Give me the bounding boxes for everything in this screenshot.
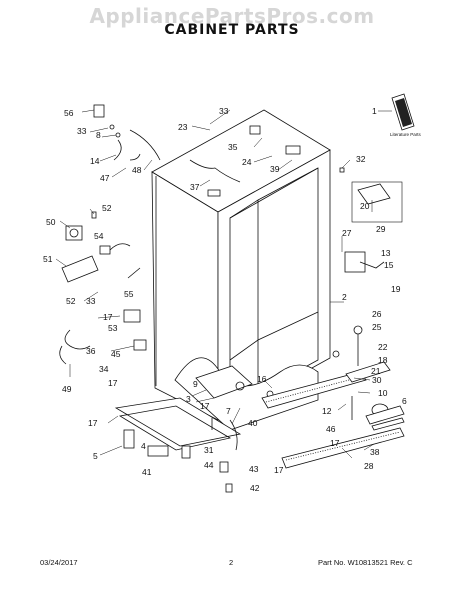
callout-17-d: 17: [200, 401, 210, 411]
callout-14: 14: [90, 156, 100, 166]
footer-page: 2: [229, 558, 234, 567]
callout-46: 46: [326, 424, 336, 434]
callout-41: 41: [142, 467, 152, 477]
callout-52-b: 52: [66, 296, 76, 306]
bottom-components: [114, 361, 405, 493]
callout-23: 23: [178, 122, 188, 132]
callout-16: 16: [257, 374, 267, 384]
callout-32: 32: [356, 154, 366, 164]
callout-6: 6: [402, 396, 407, 406]
callout-17-f: 17: [330, 438, 340, 448]
callout-26: 26: [372, 309, 382, 319]
callout-13: 13: [381, 248, 391, 258]
callout-12: 12: [322, 406, 332, 416]
callout-1: 1: [372, 106, 377, 116]
callout-3: 3: [186, 394, 191, 404]
callout-labels: 1 2 3 4 5 6 7 8 9 10 12 13 14 15 16 17 1…: [43, 106, 407, 493]
leader-lines: [55, 109, 392, 459]
callout-45: 45: [111, 349, 121, 359]
callout-38: 38: [370, 447, 380, 457]
callout-34: 34: [99, 364, 109, 374]
callout-31: 31: [204, 445, 214, 455]
callout-17-c: 17: [88, 418, 98, 428]
callout-20: 20: [360, 201, 370, 211]
callout-17-e: 17: [274, 465, 284, 475]
callout-30: 30: [372, 375, 382, 385]
callout-54: 54: [94, 231, 104, 241]
callout-4: 4: [141, 441, 146, 451]
callout-43: 43: [249, 464, 259, 474]
callout-7: 7: [226, 406, 231, 416]
callout-48: 48: [132, 165, 142, 175]
callout-56: 56: [64, 108, 74, 118]
callout-10: 10: [378, 388, 388, 398]
callout-24: 24: [242, 157, 252, 167]
callout-17-a: 17: [103, 312, 113, 322]
callout-36: 36: [86, 346, 96, 356]
callout-52-a: 52: [102, 203, 112, 213]
callout-33-b: 33: [77, 126, 87, 136]
callout-39: 39: [270, 164, 280, 174]
callout-44: 44: [204, 460, 214, 470]
watermark: AppliancePartsPros.com: [89, 4, 375, 28]
page-title: CABINET PARTS: [164, 22, 300, 38]
right-side-parts: [332, 181, 403, 366]
callout-2: 2: [342, 292, 347, 302]
callout-49: 49: [62, 384, 72, 394]
footer-part-no: Part No. W10813521 Rev. C: [318, 558, 413, 567]
footer-date: 03/24/2017: [40, 558, 78, 567]
callout-22: 22: [378, 342, 388, 352]
callout-42: 42: [250, 483, 260, 493]
callout-33-c: 33: [86, 296, 96, 306]
callout-27: 27: [342, 228, 352, 238]
callout-35: 35: [228, 142, 238, 152]
callout-17-b: 17: [108, 378, 118, 388]
callout-50: 50: [46, 217, 56, 227]
upper-left-parts: [93, 104, 161, 161]
callout-18: 18: [378, 355, 388, 365]
callout-5: 5: [93, 451, 98, 461]
callout-33-a: 33: [219, 106, 229, 116]
literature-parts-label: Literature Parts: [390, 132, 422, 137]
literature-booklet: [391, 93, 415, 131]
callout-15: 15: [384, 260, 394, 270]
callout-47: 47: [100, 173, 110, 183]
callout-37: 37: [190, 182, 200, 192]
callout-29: 29: [376, 224, 386, 234]
callout-8: 8: [96, 130, 101, 140]
callout-51: 51: [43, 254, 53, 264]
callout-53: 53: [108, 323, 118, 333]
callout-21: 21: [371, 366, 381, 376]
callout-25: 25: [372, 322, 382, 332]
top-components: [189, 125, 345, 197]
water-valve: [59, 211, 147, 365]
callout-9: 9: [193, 379, 198, 389]
callout-40: 40: [248, 418, 258, 428]
callout-55: 55: [124, 289, 134, 299]
callout-28: 28: [364, 461, 374, 471]
callout-19: 19: [391, 284, 401, 294]
